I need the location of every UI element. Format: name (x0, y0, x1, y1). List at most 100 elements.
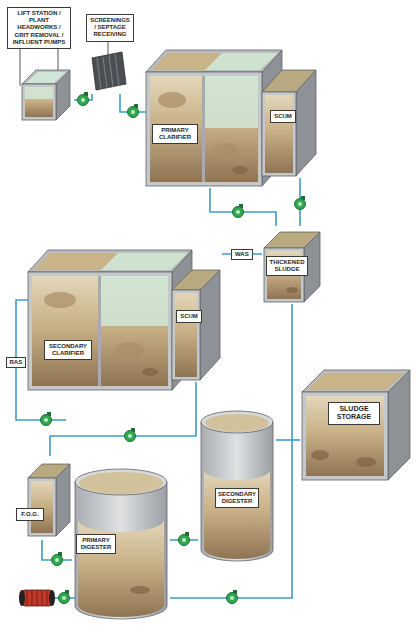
heat-exchanger-part (22, 590, 52, 606)
heat-exchanger-part (47, 590, 48, 606)
secondary-clarifier-tank-part (28, 250, 192, 272)
headworks-tank-part (19, 48, 20, 86)
pipe-connector (170, 304, 292, 598)
tank-sign: THICKENED SLUDGE (266, 256, 308, 276)
pump-symbol (233, 204, 244, 218)
headworks-tank (20, 48, 70, 120)
pipe-connector (210, 188, 276, 226)
pump-symbol-part (182, 538, 186, 542)
sludge-storage-tank-part (306, 396, 384, 476)
bar-screen-part (97, 58, 101, 89)
pump-symbol-part (295, 199, 306, 210)
bar-screen-part (115, 54, 119, 86)
tank-node: SCREENINGS / SEPTAGE RECEIVING (84, 10, 136, 94)
tank-sign: SECONDARY CLARIFIER (44, 340, 92, 360)
tank-sign: F.O.G. (16, 508, 44, 521)
heat-exchanger-part (27, 590, 28, 606)
pump-symbol (128, 104, 139, 118)
primary-clarifier-tank-part (146, 50, 282, 72)
pipe-label: RAS (6, 357, 27, 368)
bar-screen-part (92, 52, 126, 90)
pump-symbol (179, 532, 190, 546)
bar-screen-part (107, 40, 108, 56)
scum-chamber (172, 270, 220, 380)
tank-node: SCUM (170, 268, 222, 382)
pump-symbol-part (81, 98, 85, 102)
pump-symbol (41, 412, 52, 426)
heat-exchanger-part (32, 590, 33, 606)
sludge-storage-tank (302, 370, 410, 480)
sludge-storage-tank-part (356, 457, 376, 467)
primary-clarifier-tank-part (232, 166, 248, 174)
pipe-label: WAS (231, 249, 253, 260)
tank-sign: SECONDARY DIGESTER (215, 488, 259, 508)
tank-node: PRIMARY DIGESTER (72, 466, 170, 622)
thickened-sludge-tank (264, 232, 320, 302)
tank-node: SLUDGE STORAGE (300, 362, 412, 482)
secondary-clarifier-tank-part (32, 276, 168, 386)
pump-symbol (59, 590, 70, 604)
secondary-clarifier-tank-part (101, 253, 188, 270)
scum-chamber-part (175, 293, 197, 377)
pump-symbol (227, 590, 238, 604)
pipe-connector (276, 439, 300, 441)
tank-node: THICKENED SLUDGE (262, 226, 324, 304)
secondary-clarifier-tank-part (101, 276, 168, 326)
pump-symbol (125, 428, 136, 442)
scum-chamber-part (265, 95, 293, 173)
heat-exchanger-part (42, 590, 43, 606)
pump-symbol-part (236, 210, 240, 214)
headworks-tank-part (26, 72, 66, 83)
bar-screen (92, 40, 126, 90)
tank-sign: LIFT STATION / PLANT HEADWORKS / GRIT RE… (7, 7, 71, 49)
pump-symbol-part (179, 535, 190, 546)
primary-clarifier-tank-part (205, 53, 278, 70)
secondary-digester-tank-part (205, 414, 269, 432)
primary-digester-tank-part (130, 586, 150, 594)
pump-symbol-part (41, 415, 52, 426)
primary-clarifier-tank-part (150, 76, 258, 182)
tank-node: SECONDARY DIGESTER (198, 408, 276, 564)
sludge-storage-tank-part (302, 392, 388, 480)
tank-sign: SLUDGE STORAGE (328, 402, 380, 425)
thickened-sludge-tank-part (264, 232, 320, 248)
primary-digester-tank-part (79, 472, 163, 494)
pump-symbol-part (62, 596, 66, 600)
sludge-storage-tank-part (307, 373, 405, 390)
tank-node: SCUM (262, 66, 318, 178)
secondary-clarifier-tank-part (98, 276, 101, 386)
pump-symbol-part (230, 596, 234, 600)
tank-sign: SCUM (270, 110, 296, 123)
headworks-tank-part (22, 84, 56, 120)
primary-clarifier-tank-part (158, 92, 186, 108)
secondary-clarifier-tank (28, 250, 192, 390)
thickened-sludge-tank-part (286, 287, 298, 293)
secondary-clarifier-tank-part (44, 292, 76, 308)
fog-tank-part (28, 464, 70, 478)
secondary-clarifier-tank-part (28, 272, 172, 390)
pump-symbol-part (125, 431, 136, 442)
tank-sign: SCREENINGS / SEPTAGE RECEIVING (86, 14, 134, 42)
fog-tank-part (31, 481, 53, 533)
pump-symbol-part (55, 558, 59, 562)
pump-symbol-part (131, 110, 135, 114)
primary-clarifier-tank-part (214, 143, 238, 157)
primary-clarifier-tank-part (146, 72, 262, 186)
pump-symbol-part (78, 95, 89, 106)
pump-symbol-part (128, 434, 132, 438)
primary-clarifier-tank-part (202, 76, 205, 182)
tank-node: F.O.G. (14, 456, 72, 540)
primary-digester-tank (75, 469, 167, 619)
pump-symbol-part (128, 107, 139, 118)
tank-sign: PRIMARY CLARIFIER (152, 124, 198, 144)
pump-symbol (52, 552, 63, 566)
heat-exchanger-part (19, 590, 25, 606)
tank-sign: SCUM (176, 310, 202, 323)
tank-sign: PRIMARY DIGESTER (76, 534, 116, 554)
headworks-tank-part (25, 87, 53, 117)
bar-screen-part (103, 57, 107, 88)
secondary-digester-tank-part (201, 411, 273, 433)
